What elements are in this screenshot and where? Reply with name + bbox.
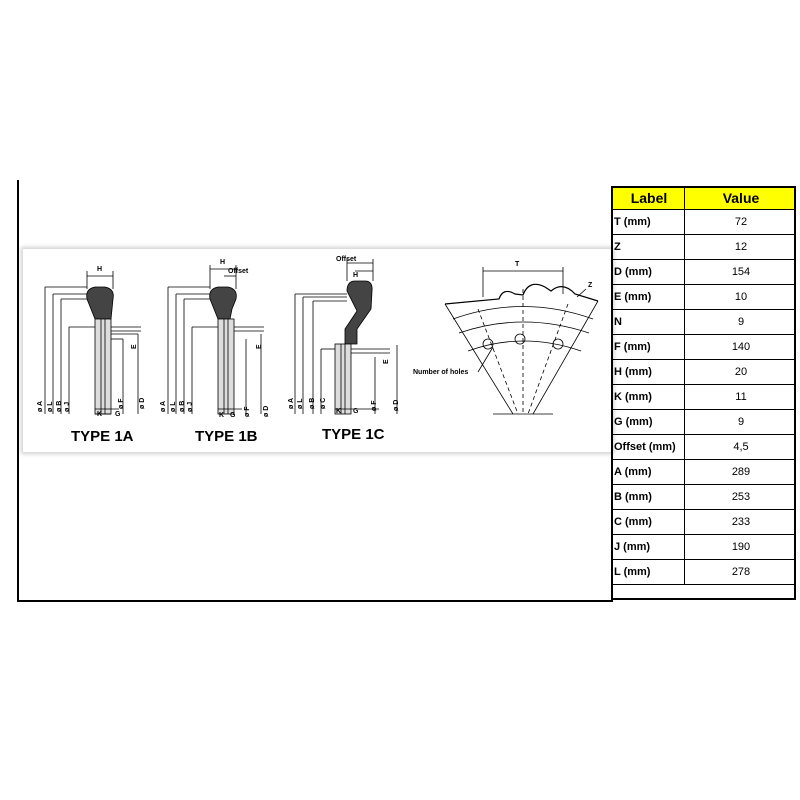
- row-value: 20: [684, 359, 796, 385]
- row-label: D (mm): [611, 259, 685, 285]
- row-value: 278: [684, 559, 796, 585]
- table-row: E (mm)10: [611, 284, 796, 310]
- dim-j-1a: ø J: [64, 401, 71, 412]
- table-row: G (mm)9: [611, 409, 796, 435]
- dim-e-1b: E: [256, 344, 263, 349]
- row-value: 4,5: [684, 434, 796, 460]
- dim-b-1c: ø B: [309, 397, 316, 409]
- table-row: A (mm)289: [611, 459, 796, 485]
- row-value: 190: [684, 534, 796, 560]
- row-value: 289: [684, 459, 796, 485]
- table-row: K (mm)11: [611, 384, 796, 410]
- row-label: A (mm): [611, 459, 685, 485]
- table-row: H (mm)20: [611, 359, 796, 385]
- dim-d-1b: ø D: [263, 405, 270, 417]
- dim-f-1a: ø F: [118, 398, 125, 410]
- row-label: G (mm): [611, 409, 685, 435]
- table-row: D (mm)154: [611, 259, 796, 285]
- row-label: H (mm): [611, 359, 685, 385]
- row-value: 154: [684, 259, 796, 285]
- type-1b-label: TYPE 1B: [195, 428, 258, 445]
- table-row: Offset (mm)4,5: [611, 434, 796, 460]
- type-1b-profile: [167, 265, 264, 415]
- sprocket-drawing: [44, 259, 599, 415]
- row-label: T (mm): [611, 209, 685, 235]
- dim-l-1a: ø L: [47, 401, 54, 413]
- dim-h-1a: H: [97, 266, 103, 273]
- header-label: Label: [611, 186, 685, 210]
- table-row: C (mm)233: [611, 509, 796, 535]
- dim-j-1b: ø J: [187, 401, 194, 412]
- dim-l-1c: ø L: [297, 398, 304, 410]
- row-label: B (mm): [611, 484, 685, 510]
- row-value: 233: [684, 509, 796, 535]
- dim-e-1a: E: [131, 344, 138, 349]
- row-label: K (mm): [611, 384, 685, 410]
- row-label: J (mm): [611, 534, 685, 560]
- dim-g-1b: G: [230, 412, 236, 419]
- row-value: 9: [684, 409, 796, 435]
- dim-z-sprocket: Z: [588, 282, 593, 289]
- dim-d-1c: ø D: [393, 399, 400, 411]
- dim-f-1b: ø F: [244, 406, 251, 418]
- dim-g-1a: G: [115, 411, 121, 418]
- dim-b-1b: ø B: [179, 400, 186, 412]
- table-row: F (mm)140: [611, 334, 796, 360]
- row-label: N: [611, 309, 685, 335]
- offset-label-1b: Offset: [228, 268, 249, 275]
- row-label: L (mm): [611, 559, 685, 585]
- type-1c-profile: [294, 259, 398, 415]
- dim-d-1a: ø D: [139, 397, 146, 409]
- dim-b-1a: ø B: [56, 400, 63, 412]
- dim-l-1b: ø L: [170, 401, 177, 413]
- dim-t-sprocket: T: [515, 261, 520, 268]
- dim-k-1c: K: [336, 408, 342, 415]
- table-row: J (mm)190: [611, 534, 796, 560]
- dim-c-1c: ø C: [320, 397, 327, 409]
- row-label: Z: [611, 234, 685, 260]
- row-value: 11: [684, 384, 796, 410]
- dim-a-1c: ø A: [288, 397, 295, 409]
- row-value: 10: [684, 284, 796, 310]
- dim-e-1c: E: [383, 359, 390, 364]
- row-value: 140: [684, 334, 796, 360]
- table-header-row: Label Value: [611, 186, 796, 210]
- dim-h-1b: H: [220, 259, 226, 266]
- row-label: E (mm): [611, 284, 685, 310]
- technical-drawing-panel: TYPE 1A TYPE 1B TYPE 1C H ø A ø L ø B ø …: [23, 249, 612, 452]
- dim-a-1a: ø A: [37, 400, 44, 412]
- type-1c-label: TYPE 1C: [322, 426, 385, 443]
- dim-h-1c: H: [353, 272, 359, 279]
- sprocket-segment: [444, 267, 599, 415]
- row-value: 9: [684, 309, 796, 335]
- number-of-holes-label: Number of holes: [413, 369, 469, 376]
- row-label: F (mm): [611, 334, 685, 360]
- dim-a-1b: ø A: [160, 400, 167, 412]
- type-1a-label: TYPE 1A: [71, 428, 134, 445]
- row-label: C (mm): [611, 509, 685, 535]
- dim-f-1c: ø F: [371, 400, 378, 412]
- type-1a-profile: [44, 271, 141, 415]
- table-row: L (mm)278: [611, 559, 796, 585]
- row-label: Offset (mm): [611, 434, 685, 460]
- table-row: B (mm)253: [611, 484, 796, 510]
- dim-g-1c: G: [353, 408, 359, 415]
- dim-k-1a: K: [97, 411, 103, 418]
- dim-k-1b: K: [219, 412, 225, 419]
- row-value: 72: [684, 209, 796, 235]
- offset-label-1c: Offset: [336, 256, 357, 263]
- row-value: 253: [684, 484, 796, 510]
- row-value: 12: [684, 234, 796, 260]
- table-row: T (mm)72: [611, 209, 796, 235]
- page-frame: [17, 180, 613, 602]
- header-value: Value: [684, 186, 796, 210]
